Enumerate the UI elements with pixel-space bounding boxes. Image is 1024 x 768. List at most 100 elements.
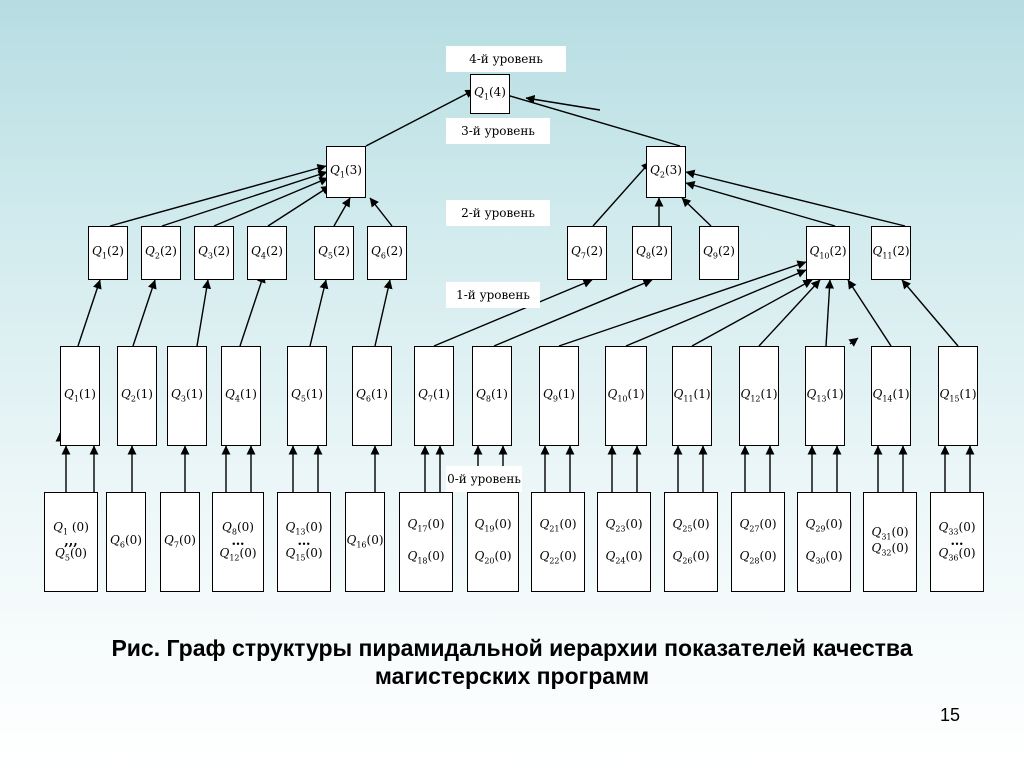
- node-level0: Q25(0) Q26(0): [664, 492, 718, 592]
- node-text: Q5(1): [291, 387, 323, 404]
- node-level0: Q13(0)…Q15(0): [277, 492, 331, 592]
- node-level0: Q21(0)Q22(0): [531, 492, 585, 592]
- node-text: Q5(2): [318, 244, 350, 261]
- edge-l1-to-l2: [433, 279, 593, 347]
- node-text: Q12(1): [740, 387, 778, 404]
- node-level1: Q4(1): [221, 346, 261, 446]
- node-text: Q17(0): [407, 517, 445, 534]
- node-level1: Q14(1): [871, 346, 911, 446]
- edge-l1-to-l2: [625, 269, 807, 347]
- node-level2: Q4(2): [247, 226, 287, 280]
- level-2-label: 2-й уровень: [446, 200, 550, 226]
- node-level1: Q9(1): [539, 346, 579, 446]
- node-text: Q2(1): [121, 387, 153, 404]
- node-level2: Q11(2): [871, 226, 911, 280]
- node-level0: Q31(0)Q32(0): [863, 492, 917, 592]
- node-text: Q27(0): [739, 517, 777, 534]
- edge-l1-to-l2: [374, 279, 393, 347]
- node-level0: Q8(0)…Q12(0): [212, 492, 264, 592]
- node-level1: Q6(1): [352, 346, 392, 446]
- node-text: Q23(0): [605, 517, 643, 534]
- edge-l2-to-l3: [592, 161, 651, 227]
- node-text: Q9(1): [543, 387, 575, 404]
- node-level0: Q33(0)…Q36(0): [930, 492, 984, 592]
- node-text: Q13(0): [285, 520, 323, 537]
- node-text: Q3(1): [171, 387, 203, 404]
- node-text: Q6(2): [371, 244, 403, 261]
- node-level2: Q6(2): [367, 226, 407, 280]
- node-level1: Q13(1): [805, 346, 845, 446]
- node-text: Q18(0): [407, 549, 445, 566]
- edge-l2-to-l3: [681, 197, 712, 227]
- node-text: Q4(2): [251, 244, 283, 261]
- node-text: Q28(0): [739, 549, 777, 566]
- node-text: Q26(0): [672, 549, 710, 566]
- page-number: 15: [940, 705, 961, 725]
- edge-l1-to-l2: [758, 279, 821, 347]
- node-text: Q29(0): [805, 517, 843, 534]
- node-text: Q33(0): [938, 520, 976, 537]
- node-text: ,,,: [64, 533, 78, 549]
- node-text: Q4(1): [225, 387, 257, 404]
- node-text: Q25(0): [672, 517, 710, 534]
- node-level1: Q2(1): [117, 346, 157, 446]
- node-text: …: [950, 533, 964, 549]
- node-text: Q7(2): [571, 244, 603, 261]
- node-text: …: [297, 533, 311, 549]
- edge-stray-head: [848, 337, 859, 347]
- node-text: Q8(0): [222, 520, 254, 537]
- node-text: Q8(2): [636, 244, 668, 261]
- node-text: Q6(0): [110, 533, 142, 550]
- node-text: Q1(4): [474, 85, 506, 102]
- node-text: Q11(2): [872, 244, 910, 261]
- node-text: Q1(1): [64, 387, 96, 404]
- node-text: Q9(2): [703, 244, 735, 261]
- node-text: Q7(1): [418, 387, 450, 404]
- node-text: Q14(1): [872, 387, 910, 404]
- edge-l1-to-l2: [493, 279, 653, 347]
- node-level2: Q9(2): [699, 226, 739, 280]
- node-text: Q15(0): [285, 546, 323, 563]
- node-level0: Q29(0)Q30(0): [797, 492, 851, 592]
- node-level1: Q11(1): [672, 346, 712, 446]
- node-level1: Q8(1): [472, 346, 512, 446]
- node-level1: Q10(1): [605, 346, 647, 446]
- node-text: Q1(2): [92, 244, 124, 261]
- node-level2: Q2(2): [141, 226, 181, 280]
- node-level1: Q1(1): [60, 346, 100, 446]
- node-text: Q21(0): [539, 517, 577, 534]
- node-level1: Q3(1): [167, 346, 207, 446]
- level-3-label: 3-й уровень: [446, 118, 550, 144]
- level-4-label: 4-й уровень: [446, 46, 566, 72]
- edge-l2-to-l3: [685, 181, 836, 227]
- node-level3: Q1(3): [326, 146, 366, 198]
- node-level2: Q10(2): [806, 226, 850, 280]
- node-text: Q6(1): [356, 387, 388, 404]
- edge-l2-to-l3: [161, 170, 328, 227]
- edge-l1-to-l2: [847, 279, 892, 347]
- node-text: Q15(1): [939, 387, 977, 404]
- node-text: Q24(0): [605, 549, 643, 566]
- caption-line-1: Рис. Граф структуры пирамидальной иерарх…: [111, 635, 913, 661]
- level-1-label: 1-й уровень: [446, 282, 540, 308]
- node-text: Q12(0): [219, 546, 257, 563]
- node-text: Q10(2): [809, 244, 847, 261]
- node-text: Q8(1): [476, 387, 508, 404]
- node-top-q1-4: Q1(4): [470, 74, 510, 114]
- node-text: …: [231, 533, 245, 549]
- node-level1: Q12(1): [739, 346, 779, 446]
- edge-l1-to-l2: [196, 279, 212, 347]
- node-text: Q7(0): [164, 533, 196, 550]
- caption-line-2: магистерских программ: [374, 663, 650, 689]
- node-level0: Q7(0): [160, 492, 200, 592]
- node-level2: Q8(2): [632, 226, 672, 280]
- level-0-label: 0-й уровень: [446, 466, 522, 492]
- edge-l1-to-l2: [691, 279, 813, 347]
- node-level0: Q1 (0),,,Q5(0): [44, 492, 98, 592]
- node-text: Q2(3): [650, 163, 682, 180]
- node-text: Q3(2): [198, 244, 230, 261]
- figure-caption: Рис. Граф структуры пирамидальной иерарх…: [0, 634, 1024, 690]
- node-text: Q32(0): [871, 541, 909, 558]
- edge-l1-to-l2: [901, 279, 959, 347]
